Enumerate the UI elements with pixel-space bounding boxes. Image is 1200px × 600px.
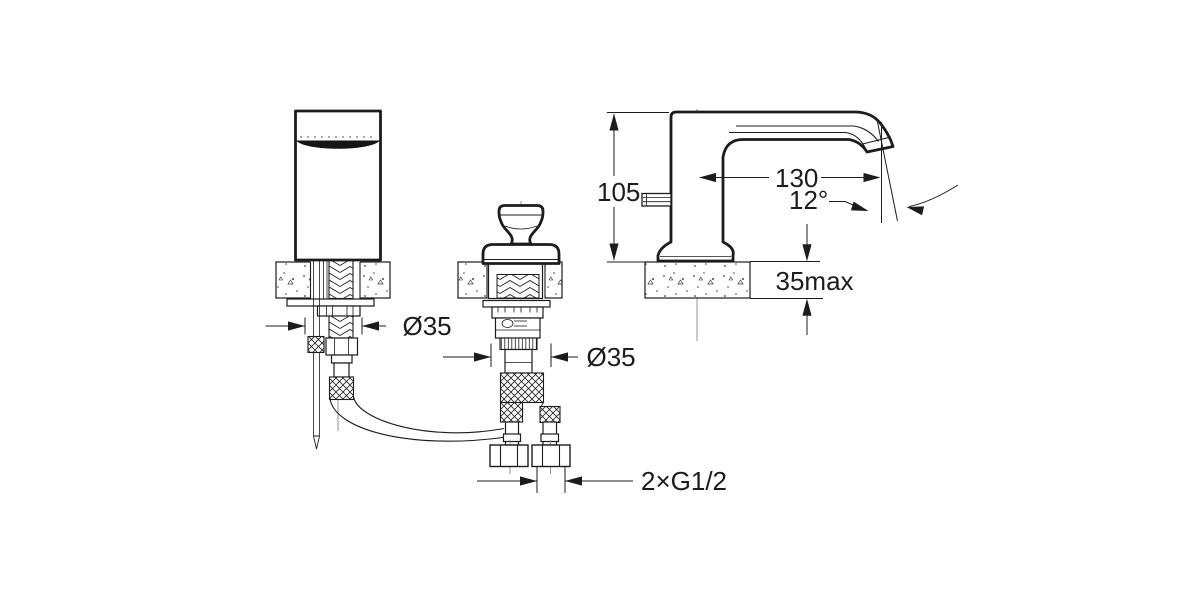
inlet-thread-label: 2×G1/2 (641, 466, 727, 496)
spout-diameter-dimension: Ø35 (265, 311, 452, 341)
braided-hoses-upper (499, 372, 545, 404)
threaded-shank (328, 259, 354, 300)
deck-thickness-label: 35max (776, 266, 854, 296)
flex-hose-outline-inner (352, 396, 505, 434)
hex-nut (325, 337, 359, 356)
angle-dimension: 12° (789, 121, 959, 223)
hose-ferrule (333, 362, 350, 378)
deck-thickness-dimension: 35max (776, 224, 854, 335)
braided-hose-right (539, 405, 561, 424)
knurled-ring (499, 337, 538, 351)
valve-diameter-label: Ø35 (587, 342, 636, 372)
side-view: 105 130 12° 35max (597, 109, 959, 341)
connector-nut-left (489, 444, 529, 468)
handle-knob (497, 204, 545, 246)
lift-rod-bead (307, 335, 325, 354)
valve-front-view: Ø35 2×G1/2 (443, 201, 727, 496)
braided-hose-left (499, 401, 524, 423)
hose-adapter (330, 354, 353, 364)
lift-rod-knob (641, 192, 672, 207)
valve-shank-threads (496, 274, 540, 299)
reach-dimension: 130 (699, 163, 881, 193)
connector-nut-right (531, 444, 571, 468)
threaded-stud (328, 315, 354, 339)
spout-outlet-slot (296, 140, 380, 149)
valve-washer-plate (482, 299, 551, 308)
mounting-nut-upper (316, 305, 361, 317)
valve-diameter-dimension: Ø35 (443, 342, 636, 372)
handle-escutcheon (481, 243, 561, 265)
spout-highlight-line (736, 125, 879, 142)
spout-inner-line (729, 131, 867, 150)
hose-collar-left (502, 433, 522, 443)
lift-rod-tip (312, 435, 321, 450)
spout-front-view: Ø35 (265, 109, 505, 450)
castellated-nut (491, 306, 544, 319)
flex-hose-outline-outer (329, 397, 504, 442)
outlet-face-line (862, 136, 892, 145)
angle-label: 12° (789, 185, 828, 215)
spout-diameter-label: Ø35 (403, 311, 452, 341)
set-screw (501, 319, 514, 328)
valve-neck (504, 348, 533, 374)
reach-label: 130 (775, 163, 818, 193)
braided-hose-start (328, 376, 355, 401)
height-dimension: 105 (597, 112, 669, 261)
height-label: 105 (597, 177, 640, 207)
spout-body (294, 109, 382, 262)
counter-section-right (644, 261, 751, 299)
mounting-washer-plate (286, 298, 375, 307)
hose-collar-right (540, 433, 560, 443)
inlet-thread-dimension: 2×G1/2 (477, 466, 727, 496)
